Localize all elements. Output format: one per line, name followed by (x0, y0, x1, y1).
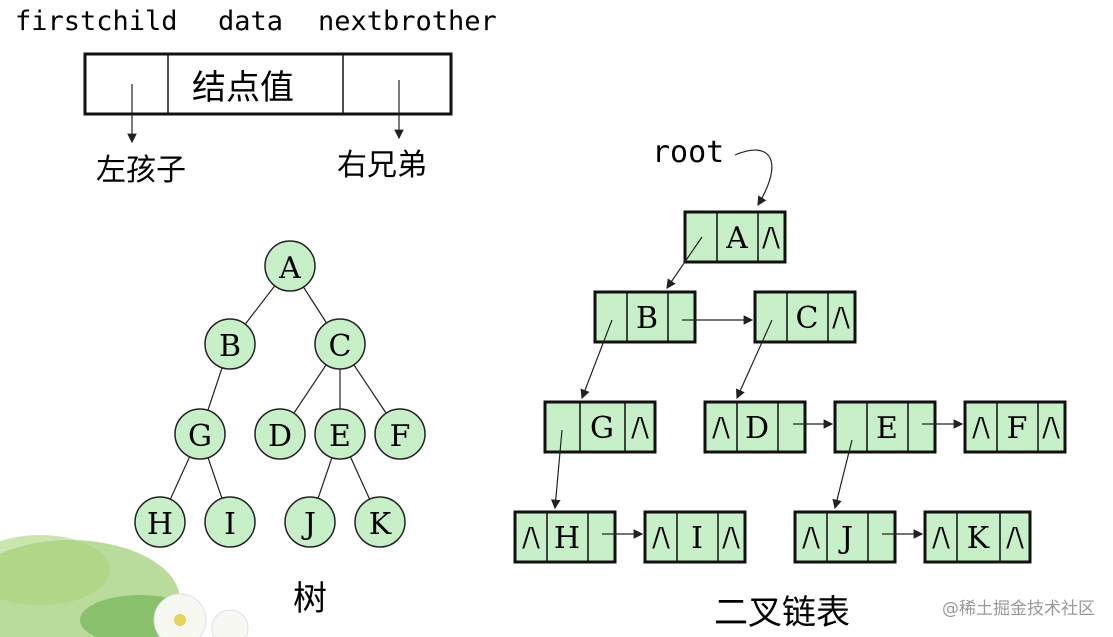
tree-node-label: C (329, 329, 352, 364)
tree-node-H: H (134, 496, 186, 548)
tree-node-label: H (147, 507, 173, 542)
tree-node-label: J (301, 507, 316, 542)
null-pointer-symbol: /\ (932, 523, 950, 553)
tree-node-E: E (314, 408, 366, 460)
tree-node-label: D (268, 419, 292, 454)
tree-node-J: J (284, 496, 336, 548)
tree-node-F: F (374, 408, 426, 460)
tree-node-D: D (254, 408, 306, 460)
decorative-flower-image (0, 535, 249, 637)
null-pointer-symbol: /\ (1006, 523, 1024, 553)
node-value-label: 结点值 (192, 68, 294, 108)
list-node-label: H (554, 521, 580, 556)
tree-node-G: G (174, 408, 226, 460)
binary-list-caption: 二叉链表 (714, 593, 850, 633)
tree-node-A: A (264, 240, 316, 292)
list-node-B: B (593, 290, 697, 344)
list-node-F: /\ F /\ (963, 400, 1067, 454)
tree-node-label: G (188, 419, 212, 454)
null-pointer-symbol: /\ (652, 523, 670, 553)
field-nextbrother-label: nextbrother (318, 6, 497, 37)
tree-node-B: B (204, 318, 256, 370)
null-pointer-symbol: /\ (832, 303, 850, 333)
list-node-H: /\ H (513, 510, 617, 564)
tree-node-label: A (278, 251, 301, 286)
null-pointer-symbol: /\ (712, 413, 730, 443)
list-node-C: C /\ (753, 290, 857, 344)
null-pointer-symbol: /\ (631, 413, 649, 443)
list-node-E: E (833, 400, 937, 454)
null-pointer-symbol: /\ (802, 523, 820, 553)
list-node-A: A /\ (683, 210, 787, 264)
list-node-label: A (725, 221, 748, 256)
list-node-label: D (745, 411, 769, 446)
list-node-J: /\ J (793, 510, 897, 564)
tree-caption: 树 (293, 579, 327, 619)
list-node-label: G (590, 411, 614, 446)
tree-node-K: K (354, 496, 406, 548)
root-label: root (652, 135, 724, 170)
tree-node-label: I (224, 507, 236, 542)
tree-node-label: B (219, 329, 241, 364)
left-child-label: 左孩子 (96, 153, 186, 188)
list-node-label: K (967, 521, 990, 556)
list-pointer-arrows (550, 236, 964, 539)
list-node-label: J (838, 521, 853, 556)
tree-node-C: C (314, 318, 366, 370)
list-node-K: /\ K /\ (923, 510, 1032, 564)
field-data-label: data (218, 6, 283, 37)
tree-node-label: F (390, 419, 411, 454)
null-pointer-symbol: /\ (522, 523, 540, 553)
null-pointer-symbol: /\ (972, 413, 990, 443)
tree-node-label: E (329, 419, 351, 454)
tree-node-I: I (204, 496, 256, 548)
null-pointer-symbol: /\ (722, 523, 740, 553)
root-pointer-arrow (734, 149, 773, 207)
list-node-label: F (1007, 411, 1028, 446)
list-node-I: /\ I /\ (643, 510, 747, 564)
field-firstchild-label: firstchild (15, 6, 178, 37)
right-sibling-label: 右兄弟 (337, 148, 427, 183)
tree-edges (159, 265, 401, 523)
node-structure-box: 结点值 (83, 52, 453, 144)
list-node-label: E (876, 411, 898, 446)
null-pointer-symbol: /\ (762, 223, 780, 253)
list-node-D: /\ D (703, 400, 807, 454)
list-node-G: G /\ (543, 400, 657, 454)
list-node-label: B (636, 301, 658, 336)
tree-node-label: K (369, 507, 392, 542)
null-pointer-symbol: /\ (1042, 413, 1060, 443)
list-node-label: I (691, 521, 703, 556)
list-node-label: C (796, 301, 819, 336)
watermark-text: @稀土掘金技术社区 (942, 599, 1095, 619)
